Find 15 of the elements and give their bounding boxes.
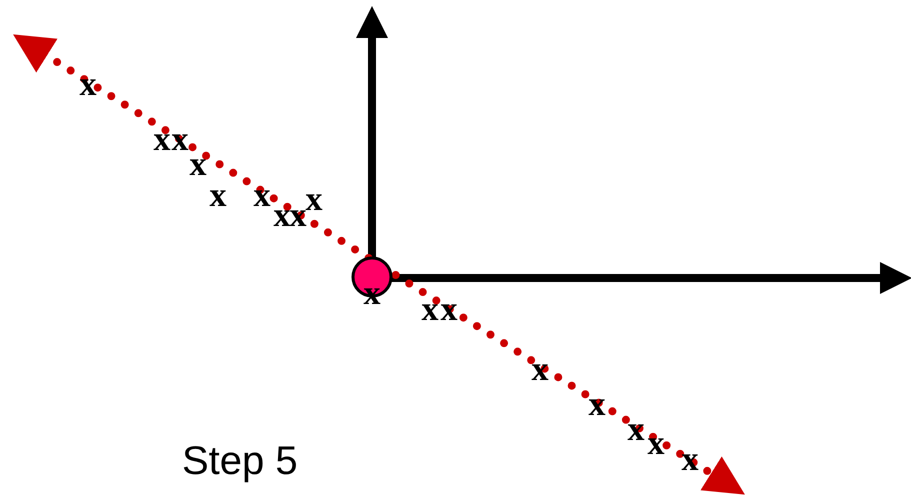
data-point-mark: x [274,201,290,231]
data-point-mark: x [628,415,644,445]
data-point-mark: x [306,185,322,215]
data-point-mark: x [190,150,206,180]
data-point-mark: x [254,181,270,211]
data-point-mark: x [588,390,606,420]
data-point-mark: x [440,295,458,325]
data-point-mark: x [422,295,438,325]
data-point-mark: x [648,429,664,459]
data-point-mark: x [172,125,188,155]
data-point-mark: x [532,355,548,385]
data-point-mark: x [154,125,170,155]
step-caption: Step 5 [182,438,298,484]
data-point-mark: x [290,201,306,231]
data-point-mark: x [210,181,226,211]
